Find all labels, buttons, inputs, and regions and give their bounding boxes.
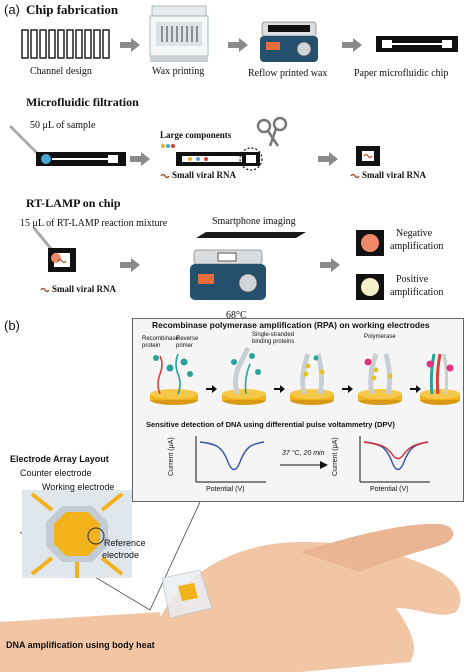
arrow-icon	[228, 38, 248, 52]
rna-icon	[350, 173, 360, 179]
arrow-icon	[130, 152, 150, 166]
arrow-icon	[280, 461, 328, 469]
channel-design-graphic	[21, 29, 110, 59]
array-title: Electrode Array Layout	[10, 454, 109, 464]
rpa-stage-2	[222, 346, 266, 405]
mixture-label: 15 μL of RT-LAMP reaction mixture	[20, 218, 168, 229]
electrode-array-graphic	[22, 490, 132, 578]
wax-printer-icon	[149, 5, 209, 62]
positive-result-icon	[356, 274, 384, 300]
rpa-dpv-box	[132, 318, 464, 502]
condition-label: 37 °C, 20 min	[282, 450, 325, 457]
negative-label-line1: Negative	[396, 228, 433, 239]
positive-label-line1: Positive	[396, 274, 429, 285]
dpv-plot-before	[195, 436, 266, 483]
counter-electrode-label: Counter electrode	[20, 468, 92, 478]
dpv-title: Sensitive detection of DNA using differe…	[146, 420, 395, 429]
particles-icon	[161, 144, 175, 148]
filtration-title: Microfluidic filtration	[26, 95, 139, 109]
small-rna-label-3: Small viral RNA	[52, 284, 116, 294]
bottom-caption: DNA amplification using body heat	[6, 640, 155, 650]
rna-icon	[160, 173, 170, 179]
reverse-primer-label: Reverse primer	[176, 336, 199, 349]
rpa-title: Recombinase polymerase amplification (RP…	[152, 320, 430, 330]
negative-result-icon	[356, 230, 384, 256]
panel-b-label: (b)	[4, 318, 20, 333]
rtlamp-title: RT-LAMP on chip	[26, 196, 121, 210]
reference-electrode-line2: electrode	[102, 550, 140, 560]
rpa-stage-3	[290, 353, 334, 405]
smartphone-icon	[196, 232, 306, 238]
step-reflow: Reflow printed wax	[248, 68, 328, 79]
potential-axis-label-1: Potential (V)	[206, 486, 245, 493]
step-wax-printing: Wax printing	[152, 66, 205, 77]
sample-loading-graphic	[8, 124, 126, 166]
rna-icon	[40, 287, 50, 293]
step-paper-chip: Paper microfluidic chip	[354, 68, 449, 79]
negative-label-line2: amplification	[390, 241, 444, 252]
panel-a-label: (a)	[4, 2, 20, 17]
sample-volume-label: 50 μL of sample	[30, 120, 96, 131]
rpa-stage-5	[420, 353, 460, 405]
hot-plate-icon	[260, 21, 318, 62]
large-components-label: Large components	[160, 130, 232, 140]
arrow-icon	[318, 152, 338, 166]
chip-fabrication-title: Chip fabrication	[26, 2, 119, 17]
paper-chip-icon	[376, 36, 458, 52]
potential-axis-label-2: Potential (V)	[370, 486, 409, 493]
current-axis-label-1: Current (μA)	[168, 437, 175, 476]
reference-electrode-line1: Reference	[104, 538, 146, 548]
working-electrode-label: Working electrode	[42, 482, 115, 492]
filtration-chip-graphic	[176, 147, 263, 171]
rpa-stage-4	[358, 353, 402, 405]
current-axis-label-2: Current (μA)	[332, 437, 339, 476]
temperature-label: 68°C	[226, 310, 247, 321]
smartphone-imaging-label: Smartphone imaging	[212, 216, 296, 227]
rtlamp-loading-graphic	[32, 227, 76, 272]
positive-label-line2: amplification	[390, 287, 444, 298]
arrow-icon	[320, 258, 340, 272]
arrow-icon	[120, 258, 140, 272]
ssb-label: Single-stranded binding proteins	[252, 332, 295, 345]
heater-icon	[190, 249, 266, 300]
rpa-stages-graphic	[150, 346, 460, 405]
small-rna-label-2: Small viral RNA	[362, 170, 426, 180]
arrow-icon	[120, 38, 140, 52]
step-channel-design: Channel design	[30, 66, 92, 77]
scissors-icon	[256, 116, 288, 147]
small-rna-label-1: Small viral RNA	[172, 170, 236, 180]
rpa-stage-1	[150, 353, 198, 405]
polymerase-label: Polymerase	[364, 334, 396, 340]
hand-illustration	[0, 501, 461, 672]
rna-chip-icon	[356, 146, 380, 166]
dpv-plot-after	[359, 436, 430, 483]
arrow-icon	[342, 38, 362, 52]
recombinase-protein-label: Recombinase protein	[142, 336, 179, 349]
